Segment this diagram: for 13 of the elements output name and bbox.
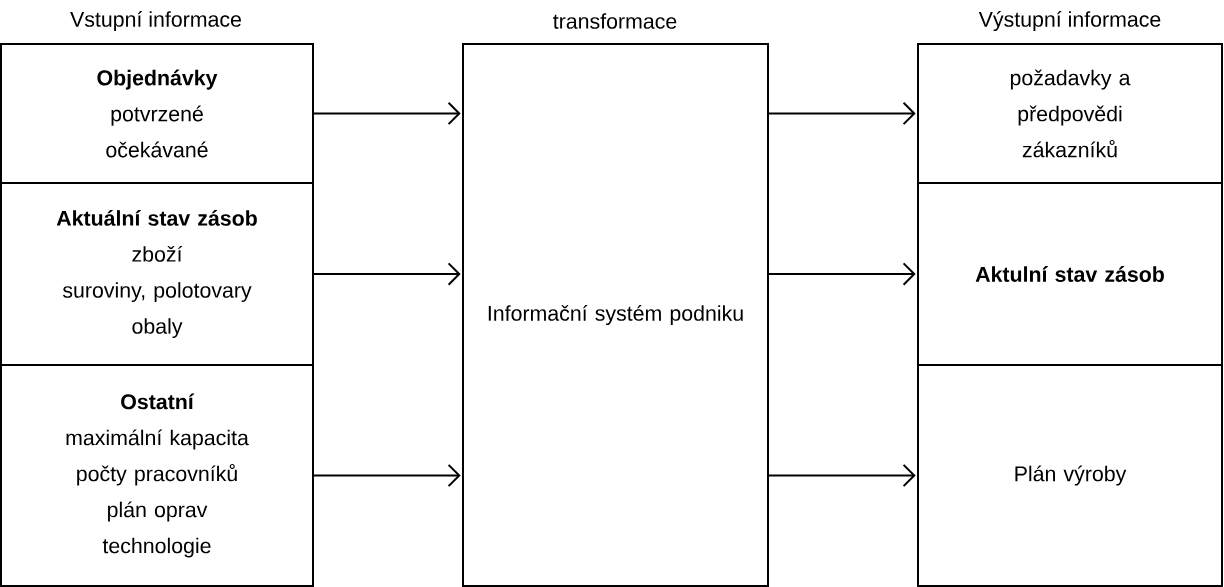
arrow (313, 463, 461, 488)
output-box: požadavky a předpovědi zákazníků (917, 43, 1223, 184)
input-box: Aktuální stav zásob zboží suroviny, polotovary obaly (0, 182, 314, 366)
arrow (313, 262, 461, 286)
arrow (313, 101, 461, 126)
input-box: Ostatní maximální kapacita počty pracovníků plán oprav technologie (0, 364, 314, 587)
input-box: Objednávky potvrzené očekávané (0, 43, 314, 184)
output-box: Aktulní stav zásob (917, 182, 1223, 366)
output-box: Plán výroby (917, 364, 1223, 587)
arrow (768, 463, 916, 488)
system-box: Informační systém podniku (462, 43, 769, 587)
arrow (768, 262, 916, 286)
arrow (768, 101, 916, 126)
